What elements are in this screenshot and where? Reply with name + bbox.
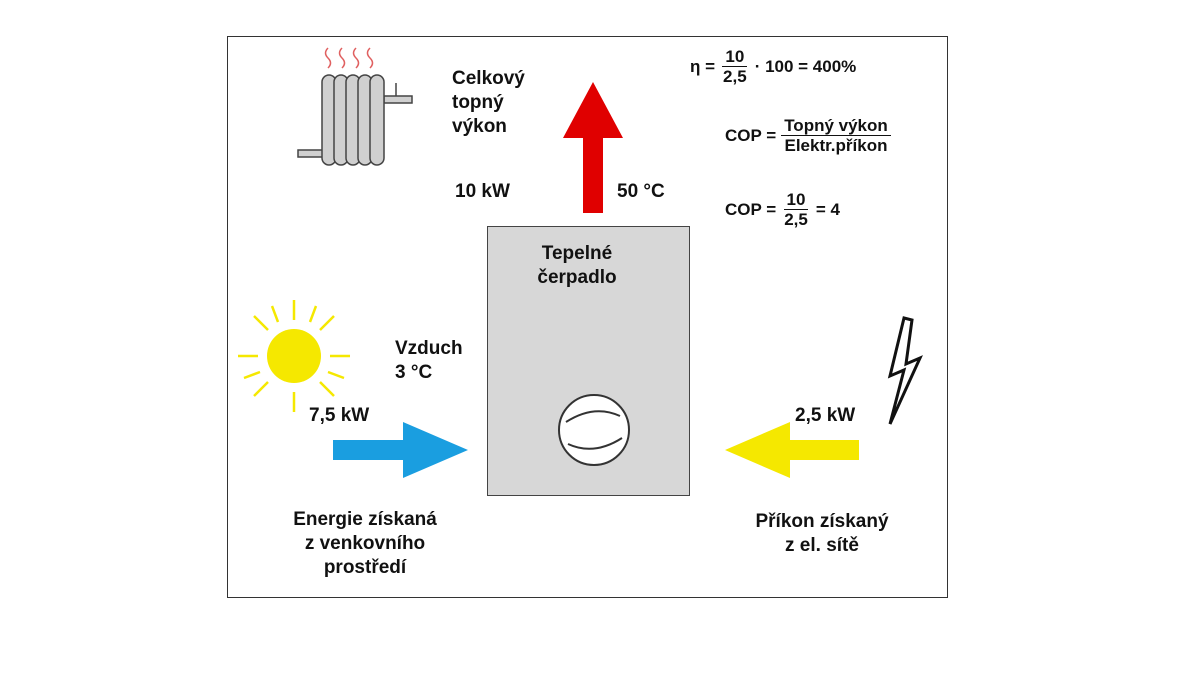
heat-output-arrow: [563, 82, 623, 213]
diagram-frame: [227, 36, 948, 598]
air-input-power: 7,5 kW: [309, 405, 370, 426]
electric-input-description: Příkon získaný z el. sítě: [755, 511, 889, 556]
heat-output-label: Celkový topný výkon: [452, 68, 525, 137]
radiator-icon: [297, 47, 413, 166]
heat-waves-icon: [324, 47, 374, 69]
electric-input-power: 2,5 kW: [795, 405, 856, 426]
heat-pump-label: Tepelné čerpadlo: [537, 243, 617, 288]
air-input-description: Energie získaná z venkovního prostředí: [293, 509, 437, 578]
sun-icon: [238, 300, 350, 412]
compressor-icon: [558, 394, 630, 466]
air-input-arrow: [333, 422, 468, 478]
heat-output-power: 10 kW: [455, 181, 510, 202]
electric-input-arrow: [725, 422, 859, 478]
lightning-icon: [887, 316, 923, 425]
air-input-label: Vzduch 3 °C: [395, 338, 463, 383]
heat-output-temperature: 50 °C: [617, 181, 665, 202]
